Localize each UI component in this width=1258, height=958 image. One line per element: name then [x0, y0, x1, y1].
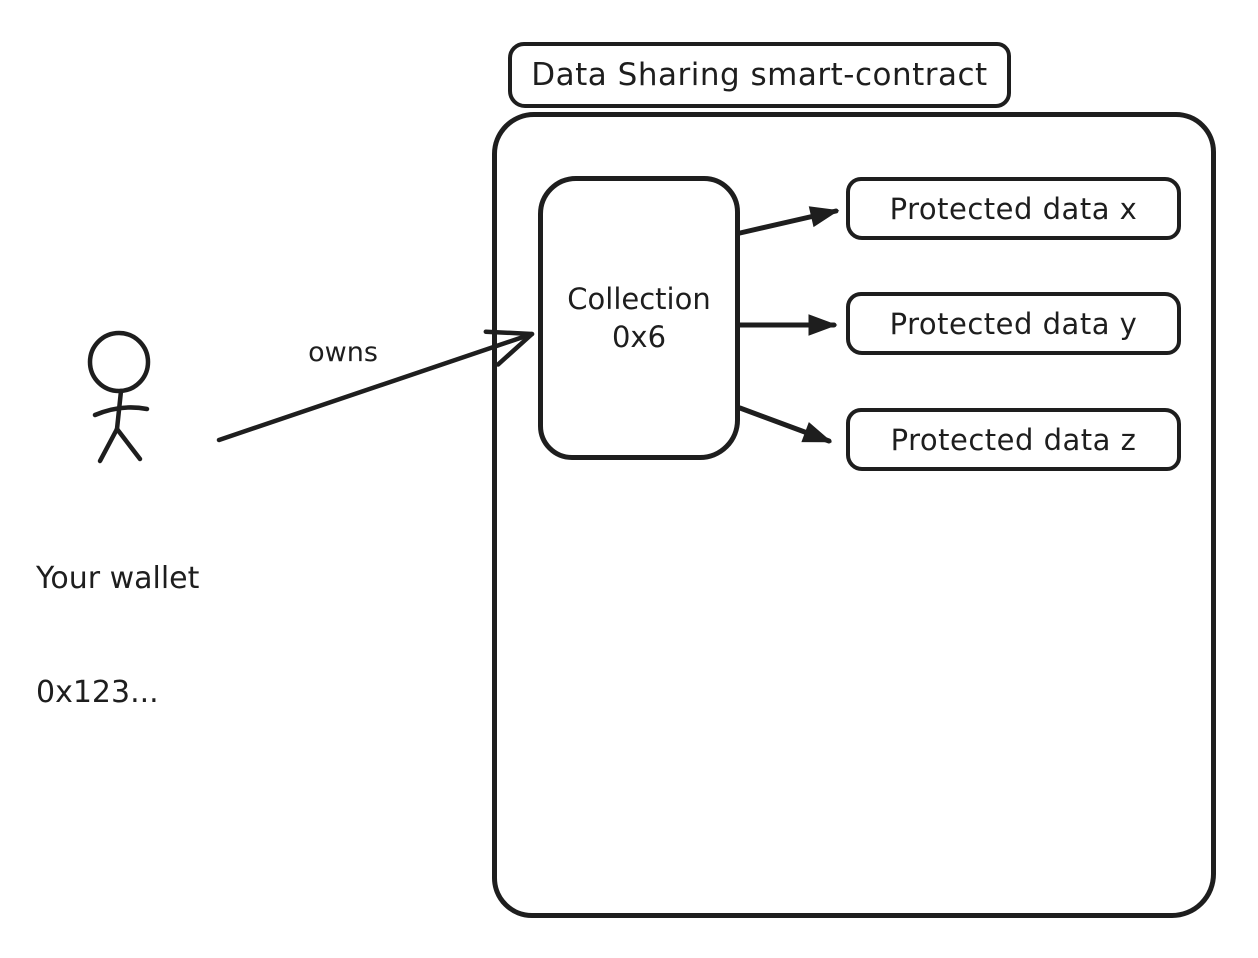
stick-figure-icon — [87, 330, 151, 464]
protected-data-z-label: Protected data z — [890, 422, 1137, 457]
owns-arrow-label: owns — [308, 337, 378, 368]
protected-data-y-box: Protected data y — [846, 292, 1181, 355]
protected-data-x-box: Protected data x — [846, 177, 1181, 240]
protected-data-x-label: Protected data x — [889, 191, 1138, 226]
wallet-label: Your wallet 0x123... — [36, 484, 199, 788]
smart-contract-title-label: Data Sharing smart-contract — [531, 57, 988, 93]
collection-label-line2: 0x6 — [611, 320, 667, 354]
protected-data-y-label: Protected data y — [889, 306, 1138, 341]
collection-label-line1: Collection — [567, 282, 711, 316]
protected-data-z-box: Protected data z — [846, 408, 1181, 471]
wallet-label-line2: 0x123... — [36, 675, 159, 710]
wallet-label-line1: Your wallet — [36, 561, 200, 596]
collection-box: Collection 0x6 — [538, 176, 740, 460]
smart-contract-title-box: Data Sharing smart-contract — [508, 42, 1011, 108]
